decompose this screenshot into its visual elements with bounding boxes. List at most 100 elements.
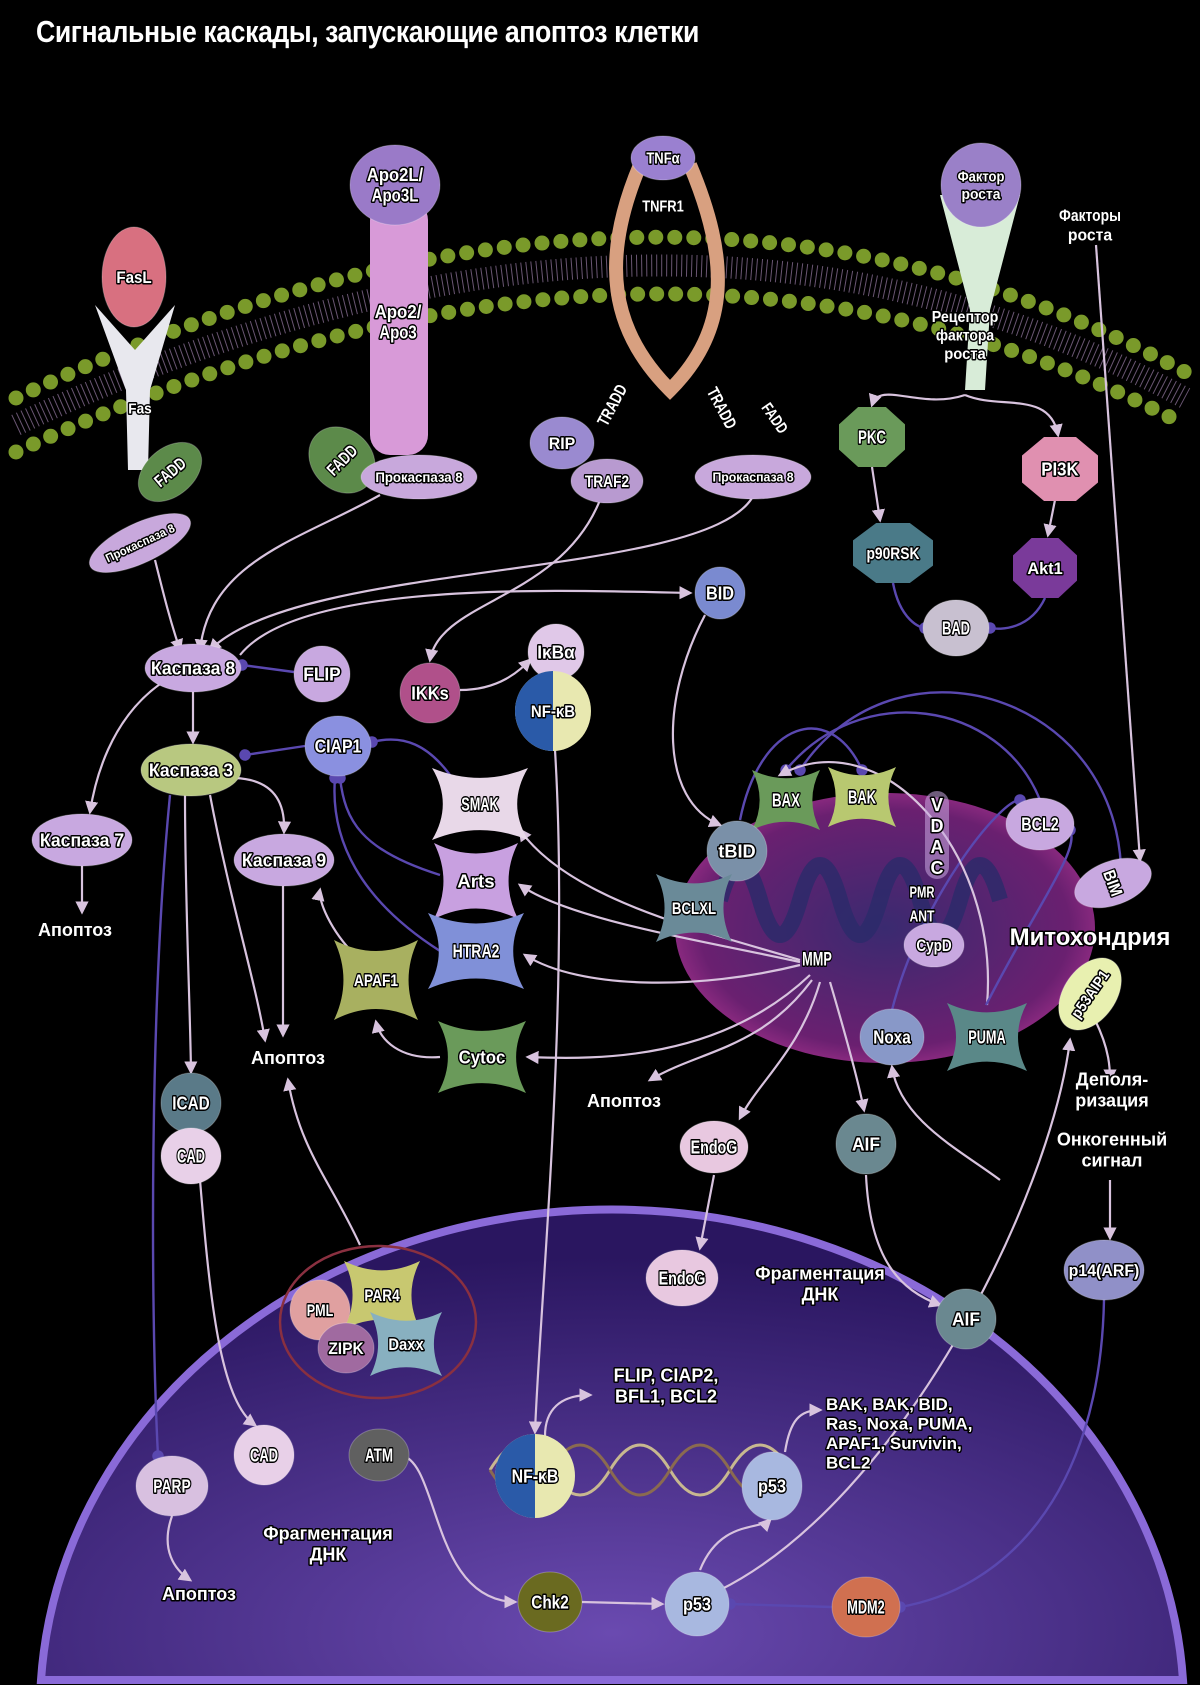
pathway-arrow (965, 395, 1058, 435)
node-label: Apo3 (379, 323, 416, 343)
annotation-text: BFL1, BCL2 (615, 1386, 717, 1406)
text-depol: Деполя-ризация (1075, 1070, 1148, 1111)
pathway-arrow (185, 795, 191, 1072)
node-nfkb2: NF-κB (495, 1434, 575, 1518)
annotation-text: Апоптоз (38, 920, 112, 940)
node-label: Apo3L (372, 186, 419, 206)
annotation-text: Деполя- (1076, 1070, 1148, 1090)
node-label: Каспаза 8 (151, 658, 235, 678)
node-arts: Arts (434, 843, 518, 919)
pathway-arrow (334, 778, 440, 951)
node-label: BID (706, 583, 734, 603)
node-procasp8-1: Прокаспаза 8 (82, 502, 199, 585)
node-label: IKKs (411, 683, 448, 703)
node-label: Факторы (1059, 206, 1121, 225)
node-fasl: FasL (102, 227, 166, 327)
node-cypd: CypD (904, 923, 964, 967)
node-label: CIAP1 (315, 736, 362, 756)
node-label: фактора (936, 328, 994, 345)
text-nfkb-targets: FLIP, CIAP2,BFL1, BCL2 (614, 1366, 719, 1407)
node-label: ICAD (172, 1093, 209, 1113)
pathway-arrow (872, 395, 965, 405)
node-tnfr1: TNFR1 (642, 199, 684, 216)
node-label: p53 (683, 1594, 711, 1614)
node-p90rsk: p90RSK (853, 523, 933, 583)
node-aif2: AIF (936, 1289, 996, 1349)
node-aif1: AIF (836, 1114, 896, 1174)
pathway-arrow (245, 746, 305, 755)
node-endog2: EndoG (646, 1250, 718, 1306)
text-apoptosis2: Апоптоз (251, 1048, 325, 1068)
node-label: Chk2 (531, 1592, 568, 1612)
node-label: FLIP (303, 664, 340, 684)
node-bak: BAK (828, 767, 896, 827)
node-label: BAX (772, 790, 800, 810)
node-gf: Факторроста (941, 143, 1021, 227)
node-casp7: Каспаза 7 (32, 814, 132, 866)
node-label: ZIPK (328, 1339, 364, 1358)
node-label: TNFR1 (642, 199, 684, 216)
node-label: PUMA (968, 1027, 1005, 1047)
node-label: Fas (128, 400, 151, 417)
node-bcl2: BCL2 (1006, 798, 1074, 850)
node-label: BCLXL (672, 899, 716, 918)
node-parp: PARP (136, 1456, 208, 1516)
node-label: BCL2 (1021, 814, 1058, 834)
node-tradd1: TRADD (594, 381, 632, 429)
node-label: NF-κB (531, 702, 575, 721)
node-pi3k: PI3K (1022, 437, 1098, 501)
node-label: NF-κB (512, 1466, 559, 1486)
node-apo2l: Apo2L/Apo3L (350, 145, 440, 225)
node-tbid: tBID (707, 821, 767, 881)
node-procasp8-3: Прокаспаза 8 (695, 455, 811, 499)
node-bclxl: BCLXL (656, 874, 732, 942)
pathway-arrow (893, 583, 925, 628)
node-label: Рецептор (932, 309, 999, 326)
node-nfkb: NF-κB (515, 671, 591, 751)
annotation-text: APAF1, Survivin, (826, 1434, 962, 1453)
node-label: роста (944, 346, 986, 363)
nucleus (41, 1210, 1183, 1680)
node-label: Apo2L/ (367, 165, 423, 185)
node-label: HTRA2 (453, 941, 500, 961)
pathway-arrow (210, 795, 265, 1040)
annotation-text: FLIP, CIAP2, (614, 1366, 719, 1386)
node-label: TRAF2 (585, 472, 629, 491)
node-ikks: IKKs (400, 663, 460, 723)
text-onco: Онкогенныйсигнал (1057, 1130, 1167, 1171)
node-procasp8-2: Прокаспаза 8 (361, 455, 477, 499)
pathway-arrow (210, 498, 752, 650)
node-label: роста (1068, 226, 1113, 245)
annotation-text: Фрагментация (755, 1264, 885, 1284)
node-label: Каспаза 9 (242, 850, 326, 870)
node-smak: SMAK (432, 768, 528, 840)
node-traf2: TRAF2 (571, 459, 643, 503)
pathway-arrow (240, 591, 690, 655)
pathway-arrow (288, 1080, 360, 1245)
node-cytoc: Cytoc (438, 1021, 526, 1093)
node-tnfa: TNFα (631, 136, 695, 180)
annotation-text: ДНК (310, 1544, 348, 1564)
node-akt1: Akt1 (1013, 538, 1077, 598)
node-label: VDAC (927, 795, 947, 879)
node-pmr: PMR (910, 885, 935, 902)
node-label: BAD (942, 618, 970, 638)
node-puma: PUMA (947, 1003, 1027, 1071)
node-p53b: p53 (665, 1572, 729, 1636)
node-label: CAD (177, 1146, 205, 1166)
node-label: EndoG (691, 1137, 738, 1157)
node-label: Apo2/ (375, 302, 422, 322)
node-label: Arts (457, 871, 494, 891)
node-label: ATM (365, 1445, 393, 1465)
node-mmp: MMP (802, 950, 832, 971)
pathway-arrow (786, 713, 1040, 800)
node-label: Каспаза 7 (40, 830, 124, 850)
node-label: APAF1 (354, 971, 398, 990)
pathway-arrow (153, 795, 170, 1456)
pathway-arrow (340, 778, 440, 875)
node-label: CAD (250, 1445, 278, 1465)
node-bad: BAD (923, 600, 989, 656)
node-gfs: Факторыроста (1059, 206, 1121, 245)
node-label: MDM2 (847, 1597, 884, 1617)
node-fas: Fas (128, 400, 151, 417)
